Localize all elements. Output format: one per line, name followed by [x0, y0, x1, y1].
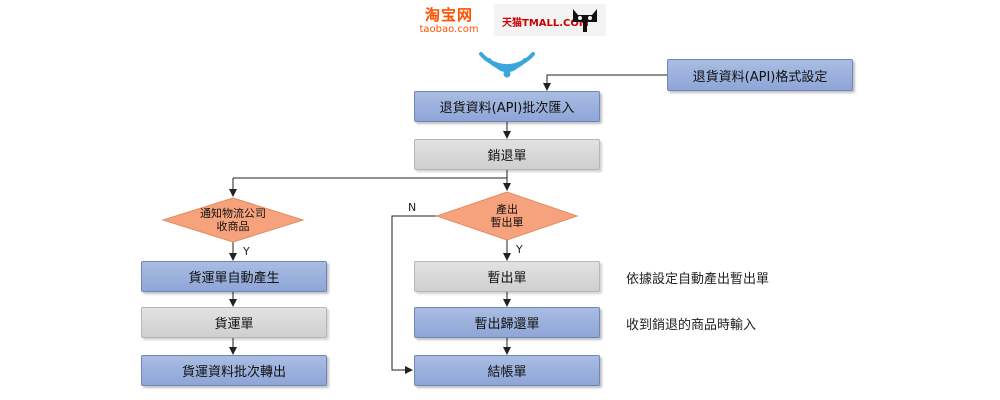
shipping-doc-box[interactable]: 貨運單	[141, 307, 327, 338]
decision-notify-logistics[interactable]: 通知物流公司 收商品	[200, 207, 266, 233]
decision-produce-temp[interactable]: 產出 暫出單	[490, 203, 524, 229]
wifi-icon	[479, 52, 535, 78]
sales-return-box[interactable]: 銷退單	[414, 139, 600, 170]
taobao-logo-en: taobao.com	[419, 24, 479, 35]
edge-no-branch	[391, 215, 437, 374]
temp-out-return-box[interactable]: 暫出歸還單	[414, 307, 600, 338]
tmall-logo: 天猫TMALL.COM	[494, 4, 606, 36]
shipping-batch-export-box[interactable]: 貨運資料批次轉出	[141, 355, 327, 386]
edge-api-format-to-import	[543, 74, 667, 91]
decision-produce-temp-shape	[435, 191, 579, 241]
taobao-logo-cn: 淘宝网	[424, 6, 473, 24]
taobao-logo: 淘宝网 taobao.com	[410, 6, 488, 36]
tmall-logo-text: 天猫TMALL.COM	[502, 18, 589, 29]
tmall-cat-icon	[573, 9, 597, 32]
api-format-setting-box[interactable]: 退貨資料(API)格式設定	[667, 59, 853, 91]
yes-label-right: Y	[516, 243, 523, 256]
shipping-auto-generate-box[interactable]: 貨運單自動產生	[141, 261, 327, 292]
batch-import-box[interactable]: 退貨資料(API)批次匯入	[414, 91, 600, 122]
decision-notify-logistics-shape	[161, 197, 305, 243]
yes-label-left: Y	[243, 245, 250, 258]
no-label: N	[408, 201, 417, 214]
temp-out-note: 依據設定自動產出暫出單	[626, 272, 770, 287]
temp-out-box[interactable]: 暫出單	[414, 261, 600, 292]
closing-doc-box[interactable]: 結帳單	[414, 355, 600, 386]
return-note: 收到銷退的商品時輸入	[626, 318, 757, 333]
